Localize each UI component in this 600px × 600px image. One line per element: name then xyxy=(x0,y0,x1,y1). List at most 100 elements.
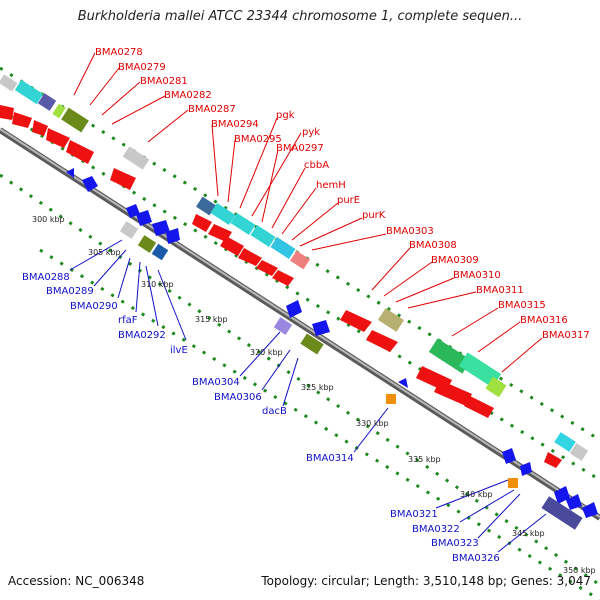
gene-label[interactable]: BMA0326 xyxy=(452,553,500,564)
gene-label[interactable]: BMA0282 xyxy=(164,90,212,101)
leader-line xyxy=(501,337,543,373)
tick-label: 325 kbp xyxy=(301,383,334,392)
gene-label[interactable]: BMA0292 xyxy=(118,330,166,341)
leader-line xyxy=(451,307,499,337)
leader-line xyxy=(407,291,477,309)
gene-label[interactable]: BMA0290 xyxy=(70,301,118,312)
gene-feature xyxy=(270,236,296,260)
gene-feature xyxy=(32,120,48,136)
gene-label[interactable]: cbbA xyxy=(304,160,329,171)
tick-label-group: 300 kbp 305 kbp 310 kbp 315 kbp 320 kbp … xyxy=(32,215,596,575)
gene-feature xyxy=(66,140,94,164)
leader-line xyxy=(89,67,120,106)
gene-feature xyxy=(250,224,276,248)
gene-label[interactable]: purK xyxy=(362,210,386,221)
gene-feature xyxy=(485,376,507,398)
gene-label[interactable]: pgk xyxy=(276,110,295,121)
gene-feature xyxy=(136,210,152,226)
gene-feature xyxy=(386,394,396,404)
leader-line xyxy=(497,513,547,553)
gene-label[interactable]: BMA0323 xyxy=(431,538,479,549)
leader-line xyxy=(282,357,299,407)
tick-label: 330 kbp xyxy=(356,419,389,428)
gene-feature xyxy=(0,105,14,120)
gene-feature xyxy=(340,310,372,332)
gene-label[interactable]: BMA0304 xyxy=(192,377,240,388)
gene-feature xyxy=(312,320,330,336)
gene-label[interactable]: purE xyxy=(337,195,360,206)
gene-label[interactable]: BMA0289 xyxy=(46,286,94,297)
gene-feature xyxy=(238,248,262,266)
reverse-leaders xyxy=(69,239,547,553)
summary-text: Topology: circular; Length: 3,510,148 bp… xyxy=(261,574,591,588)
leader-line xyxy=(211,124,219,197)
leader-line xyxy=(261,349,291,391)
gene-label[interactable]: BMA0294 xyxy=(211,119,259,130)
gene-feature xyxy=(110,168,136,190)
leader-line xyxy=(135,261,141,313)
gene-label[interactable]: ilvE xyxy=(170,345,188,356)
gene-label[interactable]: BMA0288 xyxy=(22,272,70,283)
gene-label[interactable]: BMA0321 xyxy=(390,509,438,520)
leader-line xyxy=(299,217,363,247)
leader-line xyxy=(251,132,302,217)
gene-label[interactable]: BMA0316 xyxy=(520,315,568,326)
gene-feature xyxy=(398,378,408,388)
forward-features xyxy=(0,74,589,468)
tick-label: 300 kbp xyxy=(32,215,65,224)
tick-label: 310 kbp xyxy=(141,280,174,289)
gene-feature xyxy=(52,103,66,119)
gene-label[interactable]: BMA0297 xyxy=(276,143,324,154)
gene-label[interactable]: BMA0278 xyxy=(95,47,143,58)
gene-label[interactable]: BMA0310 xyxy=(453,270,501,281)
gene-label[interactable]: BMA0309 xyxy=(431,255,479,266)
gene-label[interactable]: BMA0322 xyxy=(412,524,460,535)
gene-feature xyxy=(230,212,256,236)
leader-line xyxy=(353,407,389,453)
gene-label[interactable]: BMA0306 xyxy=(214,392,262,403)
gene-feature xyxy=(458,352,502,388)
chromosome-backbone-highlight xyxy=(0,128,600,518)
gene-label[interactable]: BMA0287 xyxy=(188,104,236,115)
gene-label[interactable]: dacB xyxy=(262,406,287,417)
leader-line xyxy=(459,489,515,523)
gene-feature xyxy=(66,168,74,178)
leader-line xyxy=(73,52,96,96)
leader-line xyxy=(383,261,433,297)
gene-label[interactable]: BMA0317 xyxy=(542,330,590,341)
gene-feature xyxy=(0,74,18,92)
outer-dotted-track xyxy=(0,66,600,442)
gene-feature xyxy=(286,300,302,318)
gene-label[interactable]: BMA0314 xyxy=(306,453,354,464)
gene-feature xyxy=(582,502,598,518)
gene-label[interactable]: hemH xyxy=(316,180,346,191)
gene-feature xyxy=(502,448,516,464)
gene-label[interactable]: pyk xyxy=(302,127,320,138)
gene-label[interactable]: BMA0281 xyxy=(140,76,188,87)
tick-label: 305 kbp xyxy=(88,248,121,257)
gene-label[interactable]: BMA0295 xyxy=(234,134,282,145)
tick-label: 335 kbp xyxy=(408,455,441,464)
leader-line xyxy=(101,81,141,116)
gene-feature xyxy=(272,270,294,286)
reverse-features xyxy=(66,168,598,530)
leader-line xyxy=(477,493,521,539)
gene-feature xyxy=(152,220,170,236)
leader-line xyxy=(69,239,123,271)
gene-feature xyxy=(61,107,89,133)
tick-label: 340 kbp xyxy=(460,490,493,499)
gene-label[interactable]: BMA0279 xyxy=(118,62,166,73)
gene-feature xyxy=(366,330,398,352)
gene-feature xyxy=(82,176,98,192)
gene-feature xyxy=(273,317,293,335)
forward-label-group: BMA0278 BMA0279 BMA0281 BMA0282 BMA0287 … xyxy=(95,47,590,341)
gene-label[interactable]: BMA0315 xyxy=(498,300,546,311)
gene-feature xyxy=(566,494,582,510)
dotted-tracks xyxy=(0,66,600,600)
gene-label[interactable]: BMA0303 xyxy=(386,226,434,237)
gene-label[interactable]: BMA0311 xyxy=(476,285,524,296)
gene-feature xyxy=(122,146,150,170)
gene-label[interactable]: rfaF xyxy=(118,315,138,326)
gene-label[interactable]: BMA0308 xyxy=(409,240,457,251)
